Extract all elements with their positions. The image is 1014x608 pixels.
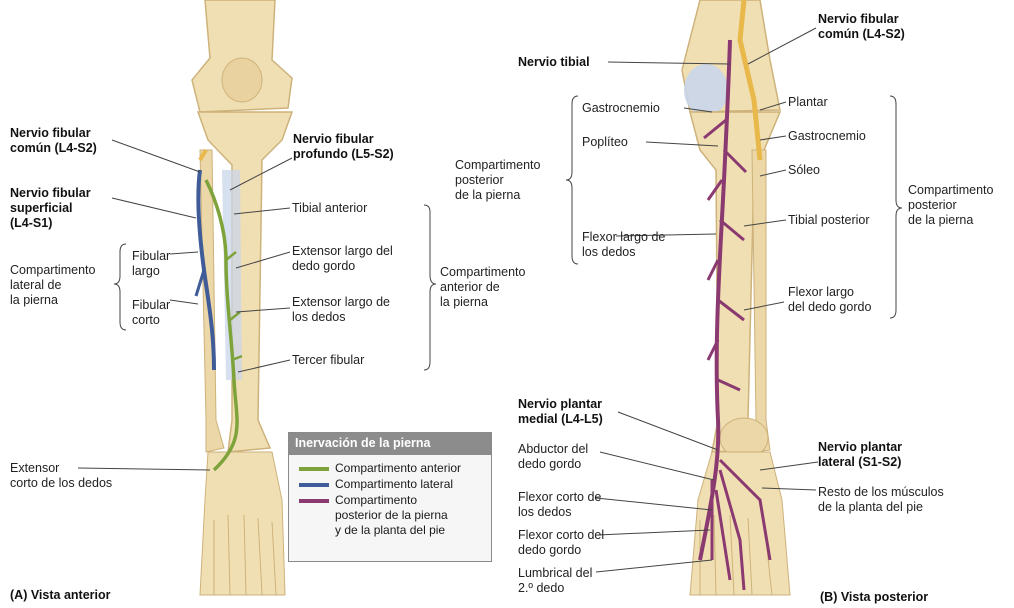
legend-title: Inervación de la pierna (289, 433, 491, 455)
swatch-posterior (299, 499, 329, 503)
label-popliteo: Poplíteo (582, 135, 628, 150)
label-gastrocnemio-izq: Gastrocnemio (582, 101, 660, 116)
swatch-lateral (299, 483, 329, 487)
posterior-leg-bones (682, 0, 790, 595)
label-plantar: Plantar (788, 95, 828, 110)
caption-vista-posterior: (B) Vista posterior (820, 590, 928, 605)
caption-vista-anterior: (A) Vista anterior (10, 588, 111, 603)
legend-box: Inervación de la pierna Compartimento an… (288, 432, 492, 562)
label-tibial-anterior: Tibial anterior (292, 201, 367, 216)
label-soleo: Sóleo (788, 163, 820, 178)
legend-item-lateral: Compartimento lateral (289, 477, 491, 493)
legend-item-anterior: Compartimento anterior (289, 461, 491, 477)
label-tibial-posterior: Tibial posterior (788, 213, 870, 228)
swatch-anterior (299, 467, 329, 471)
label-nervio-tibial: Nervio tibial (518, 55, 590, 70)
label-gastrocnemio-der: Gastrocnemio (788, 129, 866, 144)
label-tercer-fibular: Tercer fibular (292, 353, 364, 368)
legend-item-posterior: Compartimento posterior de la pierna y d… (289, 493, 491, 541)
